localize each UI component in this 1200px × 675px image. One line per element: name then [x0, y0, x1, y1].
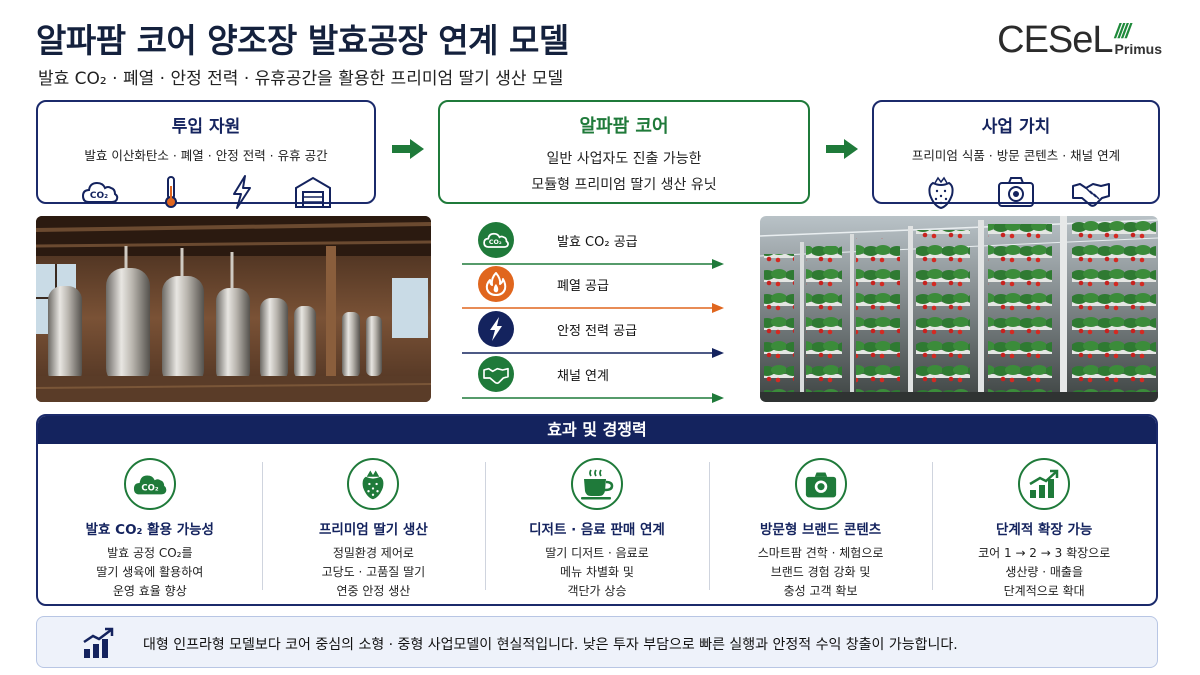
flow-label: 채널 연계 — [557, 369, 609, 384]
page-title: 알파팜 코어 양조장 발효공장 연계 모델 — [36, 21, 569, 60]
arrow-right-icon — [462, 303, 724, 313]
value-box: 사업 가치 프리미엄 식품 · 방문 콘텐츠 · 채널 연계 — [872, 100, 1160, 210]
handshake-icon — [1071, 183, 1110, 207]
summary-banner: 대형 인프라형 모델보다 코어 중심의 소형 · 중형 사업모델이 현실적입니다… — [36, 616, 1158, 668]
strawberry-icon — [928, 176, 954, 210]
core-line2: 모듈형 프리미엄 딸기 생산 유닛 — [531, 177, 717, 193]
camera-icon — [794, 458, 847, 510]
growth-chart-icon — [1018, 458, 1071, 510]
co2-cloud-icon: CO₂ — [478, 222, 514, 258]
flow-waste-heat: 폐열 공급 — [462, 266, 724, 313]
flow-co2: CO₂ 발효 CO₂ 공급 — [462, 222, 724, 269]
thermometer-icon — [164, 176, 177, 208]
effect-item: CO₂ 발효 CO₂ 활용 가능성 발효 공정 CO₂를 딸기 생육에 활용하여… — [38, 444, 262, 604]
handshake-icon — [478, 356, 514, 392]
flame-icon — [478, 266, 514, 302]
effect-item: 디저트 · 음료 판매 연계 딸기 디저트 · 음료로 메뉴 차별화 및 객단가… — [485, 444, 709, 604]
page-subtitle: 발효 CO₂ · 폐열 · 안정 전력 · 유휴공간을 활용한 프리미엄 딸기 … — [38, 69, 564, 89]
arrow-right-icon — [462, 393, 724, 403]
effect-desc-line: 메뉴 차별화 및 — [560, 565, 634, 579]
effect-desc-line: 브랜드 경험 강화 및 — [770, 565, 871, 579]
effect-desc-line: 코어 1 → 2 → 3 확장으로 — [978, 546, 1111, 560]
summary-text: 대형 인프라형 모델보다 코어 중심의 소형 · 중형 사업모델이 현실적입니다… — [143, 637, 958, 653]
co2-label: CO₂ — [489, 239, 502, 246]
growth-chart-icon — [83, 627, 114, 658]
flow-stable-power: 안정 전력 공급 — [462, 311, 724, 358]
smartfarm-illustration — [760, 216, 1158, 402]
effect-desc-line: 충성 고객 확보 — [783, 584, 858, 598]
flow-label: 안정 전력 공급 — [557, 324, 638, 339]
inputs-title: 투입 자원 — [171, 117, 241, 137]
value-title: 사업 가치 — [981, 117, 1051, 137]
effects-header: 효과 및 경쟁력 — [38, 416, 1156, 444]
inputs-box: 투입 자원 발효 이산화탄소 · 폐열 · 안정 전력 · 유휴 공간 CO₂ — [36, 100, 376, 209]
logo-bars: //// — [1114, 21, 1131, 43]
co2-label: CO₂ — [89, 191, 107, 201]
core-title: 알파팜 코어 — [579, 116, 669, 137]
company-logo: CESeL //// Primus — [997, 16, 1162, 60]
value-text: 프리미엄 식품 · 방문 콘텐츠 · 채널 연계 — [911, 148, 1121, 163]
effect-item: 프리미엄 딸기 생산 정밀환경 제어로 고당도 · 고품질 딸기 연중 안정 생… — [261, 444, 486, 604]
flow-label: 발효 CO₂ 공급 — [557, 235, 638, 250]
camera-icon — [997, 177, 1034, 207]
effect-item: 단계적 확장 가능 코어 1 → 2 → 3 확장으로 생산량 · 매출을 단계… — [932, 444, 1156, 604]
effect-desc-line: 단계적으로 확대 — [1003, 584, 1085, 598]
arrow-right-icon — [462, 348, 724, 358]
logo-sub: Primus — [1114, 41, 1162, 57]
effect-title: 프리미엄 딸기 생산 — [319, 522, 428, 538]
effect-desc-line: 객단가 상승 — [567, 584, 627, 598]
effect-item: 방문형 브랜드 콘텐츠 스마트팜 견학 · 체험으로 브랜드 경험 강화 및 충… — [708, 444, 933, 604]
effects-panel: 효과 및 경쟁력 CO₂ 발효 CO₂ 활용 가능성 발효 공정 CO₂를 딸기… — [36, 414, 1158, 606]
effect-title: 단계적 확장 가능 — [996, 522, 1093, 538]
effect-desc-line: 딸기 생육에 활용하여 — [96, 565, 204, 579]
arrow-right-icon — [392, 139, 424, 159]
lightning-icon — [232, 175, 251, 209]
effect-desc-line: 정밀환경 제어로 — [332, 546, 414, 560]
effect-title: 디저트 · 음료 판매 연계 — [529, 522, 665, 538]
strawberry-icon — [347, 458, 400, 510]
co2-cloud-icon: CO₂ — [123, 458, 176, 510]
smartfarm-photo — [760, 216, 1158, 402]
co2-cloud-icon: CO₂ — [81, 181, 118, 203]
flow-label: 폐열 공급 — [557, 279, 609, 294]
brewery-photo — [36, 216, 431, 402]
co2-label: CO₂ — [141, 484, 158, 494]
effect-desc-line: 고당도 · 고품질 딸기 — [321, 565, 426, 579]
brewery-illustration — [36, 216, 431, 402]
effect-desc-line: 딸기 디저트 · 음료로 — [545, 546, 649, 560]
core-line1: 일반 사업자도 진출 가능한 — [546, 151, 702, 167]
effect-desc-line: 운영 효율 향상 — [112, 584, 187, 598]
core-box: 알파팜 코어 일반 사업자도 진출 가능한 모듈형 프리미엄 딸기 생산 유닛 — [438, 100, 810, 204]
flow-channel: 채널 연계 — [462, 356, 724, 403]
warehouse-icon — [294, 176, 331, 208]
arrow-right-icon — [826, 139, 858, 159]
effect-title: 방문형 브랜드 콘텐츠 — [759, 522, 882, 538]
effect-title: 발효 CO₂ 활용 가능성 — [85, 522, 214, 538]
inputs-text: 발효 이산화탄소 · 폐열 · 안정 전력 · 유휴 공간 — [84, 148, 328, 163]
effect-desc-line: 연중 안정 생산 — [336, 584, 411, 598]
lightning-icon — [478, 311, 514, 347]
effect-desc-line: 생산량 · 매출을 — [1005, 565, 1084, 579]
coffee-cup-icon — [570, 458, 623, 510]
logo-wordmark: CESeL — [997, 19, 1113, 61]
effect-desc-line: 발효 공정 CO₂를 — [107, 546, 193, 560]
arrow-right-icon — [462, 259, 724, 269]
effect-desc-line: 스마트팜 견학 · 체험으로 — [757, 546, 884, 560]
